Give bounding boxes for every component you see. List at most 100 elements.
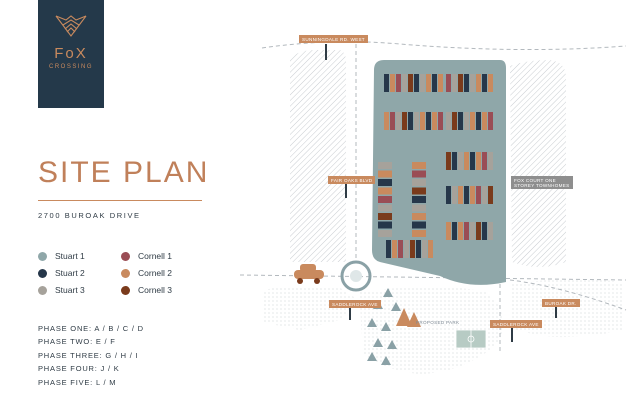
- townhome-unit: [426, 74, 431, 92]
- page-title: SITE PLAN: [38, 156, 210, 189]
- legend-swatch: [121, 285, 130, 295]
- townhome-unit: [378, 221, 392, 229]
- townhome-unit: [446, 152, 451, 170]
- townhome-unit: [470, 222, 475, 240]
- phase-two: PHASE TWO: E / F: [38, 337, 116, 347]
- label-saddlerock-ave-east: SADDLEROCK AVE: [490, 320, 542, 329]
- fox-emblem-icon: [55, 15, 87, 37]
- phase-five: PHASE FIVE: L / M: [38, 377, 117, 387]
- townhome-unit: [452, 222, 457, 240]
- legend-label: Stuart 1: [55, 251, 85, 261]
- legend-item-cornell-3: Cornell 3: [121, 285, 172, 295]
- label-sunningdale-rd: SUNNINGDALE RD. WEST: [299, 35, 368, 44]
- open-space-east: [510, 60, 566, 267]
- townhome-unit: [412, 162, 426, 169]
- townhome-unit: [378, 179, 392, 186]
- townhome-unit: [482, 152, 487, 170]
- townhome-unit: [458, 152, 463, 170]
- logo-subtitle: CROSSING: [48, 64, 93, 70]
- legend-label: Stuart 3: [55, 285, 85, 295]
- townhome-unit: [482, 112, 487, 130]
- townhome-unit: [426, 112, 431, 130]
- townhome-unit: [432, 112, 437, 130]
- townhome-unit: [452, 152, 457, 170]
- townhome-unit: [390, 74, 395, 92]
- townhome-unit: [458, 222, 463, 240]
- legend-swatch: [121, 251, 130, 261]
- townhome-unit: [482, 222, 487, 240]
- townhome-unit: [378, 196, 392, 203]
- sports-field: [455, 329, 487, 349]
- legend-label: Cornell 2: [138, 268, 173, 278]
- townhome-unit: [464, 112, 469, 130]
- title-divider: [38, 200, 202, 201]
- label-fox-court: FOX COURT ONE STOREY TOWNHOMES: [511, 176, 573, 190]
- townhome-unit: [384, 74, 389, 92]
- townhome-unit: [412, 221, 426, 229]
- legend-swatch: [38, 251, 47, 261]
- townhome-unit: [482, 74, 487, 92]
- label-fox-court-line-1: FOX COURT ONE: [514, 177, 557, 183]
- townhome-unit: [378, 187, 392, 195]
- townhome-unit: [488, 152, 493, 170]
- townhome-unit: [464, 186, 469, 204]
- legend-swatch: [121, 268, 130, 278]
- townhome-unit: [458, 112, 463, 130]
- townhome-unit: [470, 112, 475, 130]
- townhome-unit: [396, 112, 401, 130]
- townhome-unit: [488, 222, 493, 240]
- legend-label: Cornell 1: [138, 251, 173, 261]
- open-space-west: [290, 50, 346, 262]
- phase-three: PHASE THREE: G / H / I: [38, 350, 139, 360]
- townhome-unit: [452, 112, 457, 130]
- townhome-unit: [464, 74, 469, 92]
- townhome-unit: [412, 187, 426, 195]
- site-map: [239, 41, 627, 374]
- townhome-unit: [452, 186, 457, 204]
- legend-label: Stuart 2: [55, 268, 85, 278]
- legend-item-stuart-1: Stuart 1: [38, 251, 85, 261]
- townhome-unit: [438, 112, 443, 130]
- townhome-unit: [392, 240, 397, 258]
- townhome-unit: [458, 74, 463, 92]
- townhome-unit: [446, 186, 451, 204]
- fox-crossing-logo: FoX CROSSING: [38, 0, 104, 108]
- townhome-unit: [378, 204, 392, 212]
- townhome-unit: [414, 112, 419, 130]
- townhome-unit: [386, 240, 391, 258]
- townhome-unit: [464, 222, 469, 240]
- townhome-unit: [408, 74, 413, 92]
- townhome-unit: [410, 240, 415, 258]
- townhome-unit: [476, 152, 481, 170]
- townhome-unit: [488, 186, 493, 204]
- legend-item-cornell-1: Cornell 1: [121, 251, 172, 261]
- roundabout: [340, 260, 372, 292]
- logo-wordmark: FoX: [54, 45, 88, 62]
- townhome-unit: [408, 112, 413, 130]
- townhome-unit: [420, 112, 425, 130]
- townhome-unit: [416, 240, 421, 258]
- townhome-unit: [422, 240, 427, 258]
- townhome-unit: [378, 230, 392, 237]
- townhome-unit: [458, 186, 463, 204]
- townhome-unit: [470, 74, 475, 92]
- townhome-unit: [414, 74, 419, 92]
- label-buroak-dr: BUROAK DR.: [542, 299, 580, 308]
- legend-swatch: [38, 268, 47, 278]
- townhome-unit: [412, 196, 426, 203]
- townhome-unit: [396, 74, 401, 92]
- townhome-unit: [438, 74, 443, 92]
- label-saddlerock-ave-west: SADDLEROCK AVE: [329, 300, 381, 309]
- townhome-unit: [378, 162, 392, 169]
- legend-item-cornell-2: Cornell 2: [121, 268, 172, 278]
- roundabout-island: [350, 270, 362, 282]
- feature-tree-icon: [396, 308, 421, 327]
- townhome-unit: [482, 186, 487, 204]
- townhome-units: [378, 74, 493, 258]
- townhome-unit: [476, 112, 481, 130]
- legend-item-stuart-2: Stuart 2: [38, 268, 85, 278]
- townhome-unit: [470, 186, 475, 204]
- townhome-unit: [402, 74, 407, 92]
- townhome-unit: [476, 222, 481, 240]
- townhome-unit: [412, 179, 426, 186]
